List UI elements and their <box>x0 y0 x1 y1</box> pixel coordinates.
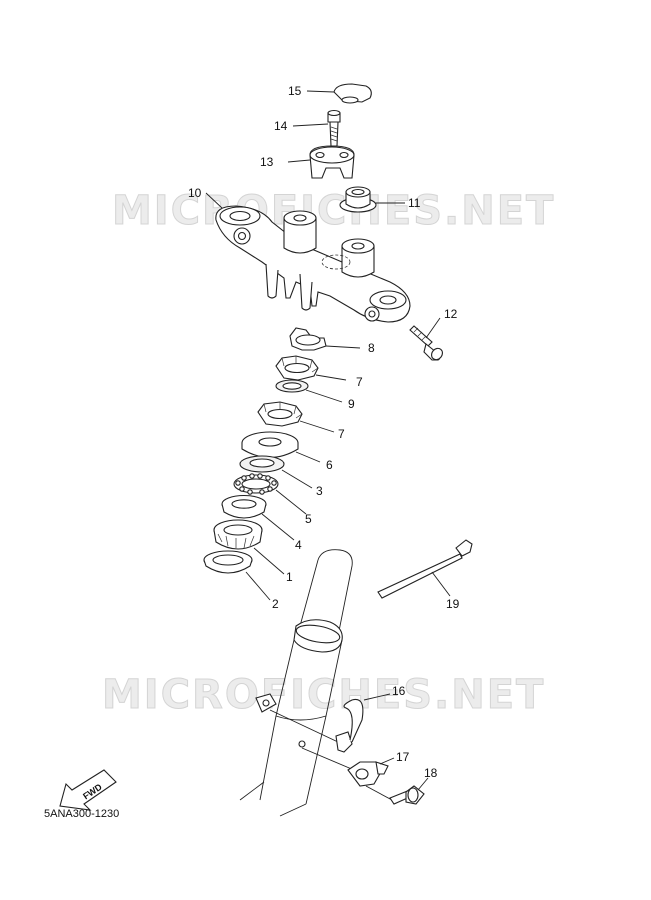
callout-7-upper: 7 <box>356 375 363 389</box>
bolt-part-14 <box>292 109 341 147</box>
callout-3: 3 <box>316 484 323 498</box>
dust-seal-part-6 <box>241 431 321 463</box>
ball-bearing-part-5 <box>233 473 307 515</box>
ring-nut-part-7-lower <box>257 401 335 433</box>
taper-bearing-part-1 <box>213 519 285 575</box>
upper-holder-part-13 <box>287 145 355 179</box>
callout-6: 6 <box>326 458 333 472</box>
callout-14: 14 <box>274 119 288 133</box>
seal-part-2 <box>203 550 271 601</box>
nut-part-11 <box>339 186 405 213</box>
washer-part-9 <box>275 379 343 403</box>
fwd-arrow-icon: FWD <box>59 769 117 811</box>
bearing-race-part-4 <box>221 494 295 541</box>
cap-part-15 <box>306 83 372 104</box>
cable-tie-part-19 <box>377 539 473 599</box>
callout-15: 15 <box>288 84 302 98</box>
callout-12: 12 <box>444 307 458 321</box>
callout-4: 4 <box>295 538 302 552</box>
callout-1: 1 <box>286 570 293 584</box>
callout-16: 16 <box>392 684 406 698</box>
callout-9: 9 <box>348 397 355 411</box>
upper-bracket-part-10 <box>205 192 411 323</box>
bolt-part-18 <box>365 777 429 805</box>
bearing-race-part-3 <box>239 455 313 489</box>
watermark-bottom: MICROFICHES.NET <box>102 672 545 718</box>
guide-part-16 <box>255 693 391 771</box>
callout-19: 19 <box>446 597 460 611</box>
diagram-code: 5ANA300-1230 <box>44 808 120 820</box>
fork-tube <box>239 549 353 817</box>
callout-7-lower: 7 <box>338 427 345 441</box>
callout-18: 18 <box>424 766 438 780</box>
callout-17: 17 <box>396 750 410 764</box>
callout-10: 10 <box>188 186 202 200</box>
callout-8: 8 <box>368 341 375 355</box>
watermark-top: MICROFICHES.NET <box>112 188 555 234</box>
callout-2: 2 <box>272 597 279 611</box>
bolt-part-12 <box>409 317 443 361</box>
callout-13: 13 <box>260 155 274 169</box>
callout-5: 5 <box>305 512 312 526</box>
ring-nut-part-7-upper <box>275 355 347 381</box>
lock-washer-part-8 <box>289 327 361 351</box>
callout-11: 11 <box>408 196 421 210</box>
clamp-part-17 <box>347 757 395 787</box>
